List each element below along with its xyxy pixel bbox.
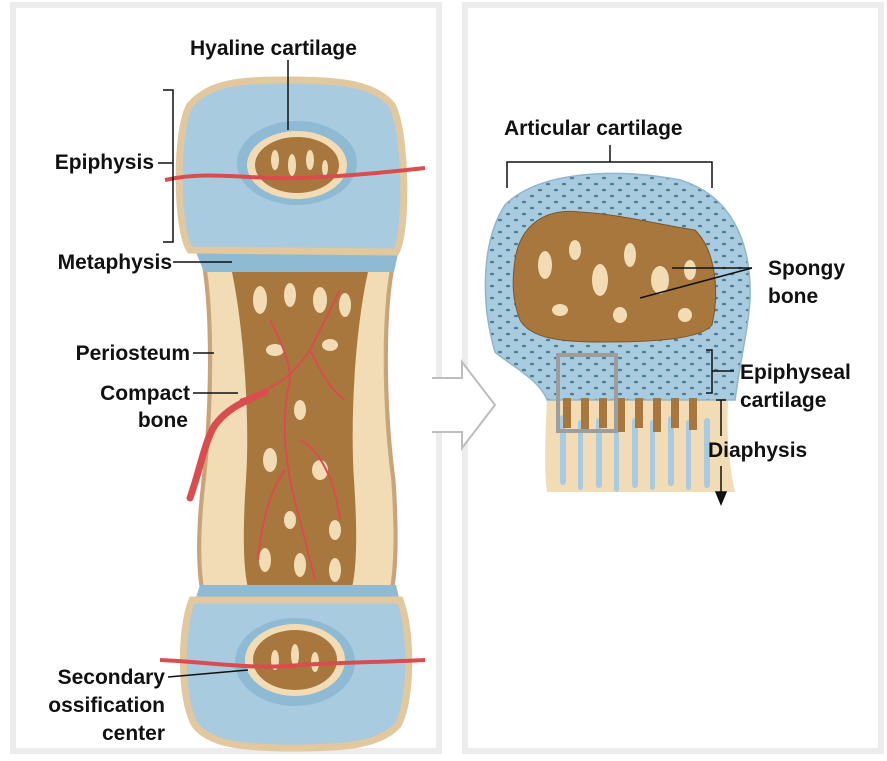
label-epiphyseal-cartilage-line2: cartilage <box>740 388 826 413</box>
label-secondary-ossification-line1: Secondary <box>20 665 165 690</box>
label-diaphysis: Diaphysis <box>708 438 807 463</box>
label-compact-bone-line1: Compact <box>20 381 190 406</box>
label-secondary-ossification-line3: center <box>20 721 165 746</box>
label-hyaline-cartilage: Hyaline cartilage <box>190 36 357 61</box>
label-secondary-ossification-line2: ossification <box>20 693 165 718</box>
label-spongy-bone-line1: Spongy <box>768 256 845 281</box>
label-metaphysis: Metaphysis <box>20 250 172 275</box>
label-spongy-bone-line2: bone <box>768 284 818 309</box>
spongy-bone-shaft <box>232 272 368 588</box>
label-epiphyseal-cartilage-line1: Epiphyseal <box>740 360 851 385</box>
label-compact-bone-line2: bone <box>20 408 188 433</box>
label-periosteum: Periosteum <box>20 341 190 366</box>
transition-arrow <box>432 362 495 448</box>
long-bone-illustration <box>160 80 425 748</box>
label-epiphysis: Epiphysis <box>20 150 154 175</box>
label-articular-cartilage: Articular cartilage <box>504 116 683 141</box>
